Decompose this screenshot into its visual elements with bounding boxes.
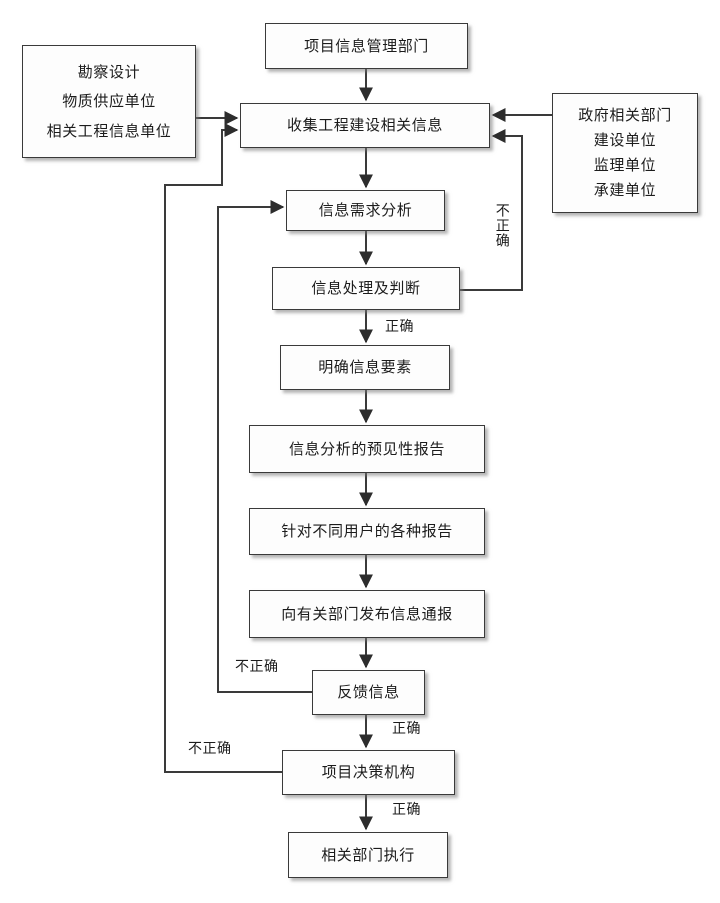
node-project-info-dept[interactable]: 项目信息管理部门 (265, 23, 468, 69)
edge-label-incorrect-feedback-loop: 不正确 (235, 659, 279, 675)
edge-process-to-collect-incorrect (460, 129, 523, 291)
node-label: 信息分析的预见性报告 (288, 439, 445, 458)
node-label: 向有关部门发布信息通报 (281, 604, 453, 623)
node-label-line-1: 勘察设计 (77, 62, 141, 81)
node-label-line-1: 政府相关部门 (578, 106, 672, 124)
node-process-judge[interactable]: 信息处理及判断 (272, 267, 460, 310)
node-decision-body[interactable]: 项目决策机构 (282, 750, 455, 795)
node-survey-supply-units[interactable]: 勘察设计 物质供应单位 相关工程信息单位 (22, 45, 196, 158)
edge-label-incorrect-decision-loop: 不正确 (188, 741, 232, 757)
node-label-line-3: 监理单位 (593, 156, 657, 174)
edge-label-correct-decision-to-execute: 正确 (392, 802, 421, 818)
node-label-line-3: 相关工程信息单位 (46, 121, 172, 140)
node-demand-analysis[interactable]: 信息需求分析 (286, 190, 445, 231)
node-clarify-elements[interactable]: 明确信息要素 (280, 345, 450, 390)
node-user-reports[interactable]: 针对不同用户的各种报告 (249, 508, 485, 555)
node-collect-info[interactable]: 收集工程建设相关信息 (240, 103, 490, 148)
node-label-line-4: 承建单位 (593, 181, 657, 199)
node-label: 信息需求分析 (318, 201, 413, 219)
edge-label-correct-process-to-clarify: 正确 (385, 319, 414, 335)
node-label: 收集工程建设相关信息 (286, 116, 443, 134)
node-government-units[interactable]: 政府相关部门 建设单位 监理单位 承建单位 (552, 93, 698, 213)
edge-label-correct-feedback-to-decision: 正确 (392, 721, 421, 737)
node-label-line-2: 建设单位 (593, 131, 657, 149)
node-dept-execute[interactable]: 相关部门执行 (288, 832, 448, 878)
node-label: 信息处理及判断 (311, 279, 421, 297)
node-label: 相关部门执行 (321, 845, 415, 864)
node-label: 反馈信息 (337, 683, 400, 701)
node-label-line-2: 物质供应单位 (62, 92, 156, 110)
node-feedback-info[interactable]: 反馈信息 (312, 670, 425, 715)
node-publish-bulletin[interactable]: 向有关部门发布信息通报 (249, 590, 485, 638)
node-label: 针对不同用户的各种报告 (281, 522, 453, 540)
node-label: 项目信息管理部门 (304, 36, 429, 55)
node-label: 明确信息要素 (318, 358, 412, 376)
node-label: 项目决策机构 (321, 763, 416, 781)
node-predictive-report[interactable]: 信息分析的预见性报告 (249, 425, 485, 473)
edge-label-incorrect-right: 不正确 (493, 203, 510, 248)
